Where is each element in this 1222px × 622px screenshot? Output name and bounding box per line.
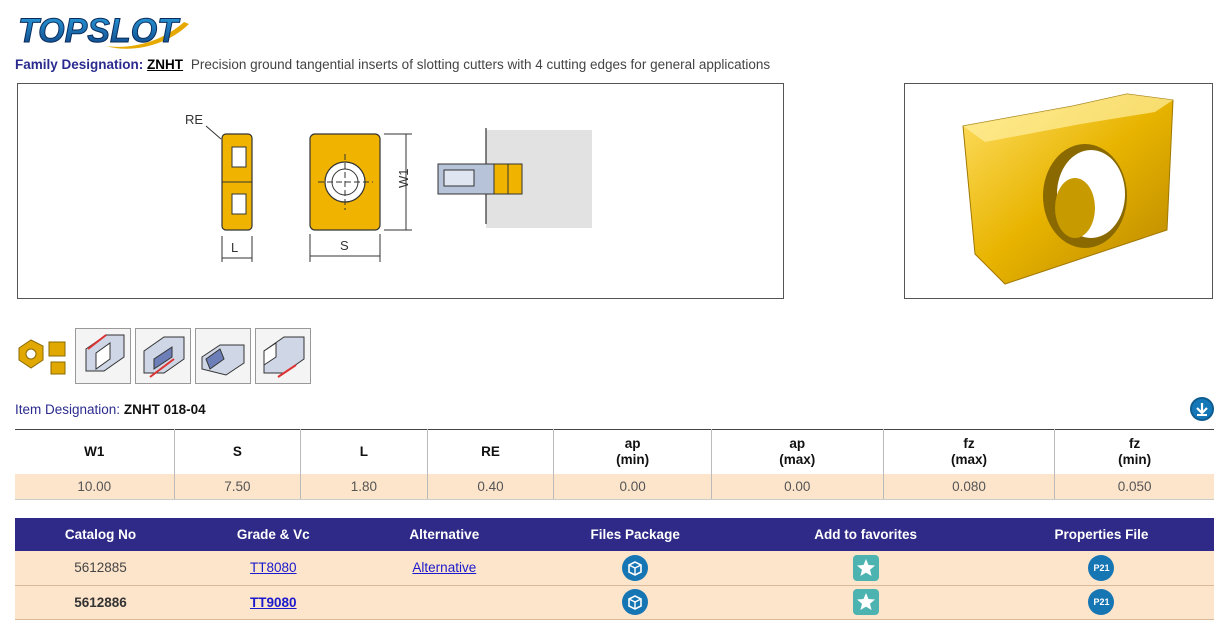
catalog-header: Grade & Vc [185, 518, 361, 551]
param-value: 1.80 [300, 473, 428, 500]
favorites-cell [742, 585, 989, 620]
grade-link[interactable]: TT9080 [250, 594, 297, 610]
files-package-cell [528, 551, 743, 586]
param-value: 0.080 [883, 473, 1056, 500]
item-label: Item Designation: [15, 402, 121, 417]
param-header-qualifier: (max) [951, 451, 988, 467]
param-value: 0.050 [1054, 473, 1214, 500]
item-designation: Item Designation: ZNHT 018-04 [15, 402, 206, 417]
param-header-name: fz [963, 435, 975, 451]
family-description: Precision ground tangential inserts of s… [190, 57, 771, 72]
drawing-label-re: RE [185, 112, 203, 127]
insert-side-view: L [221, 133, 253, 262]
param-value: 0.00 [711, 473, 884, 500]
param-header: S [174, 429, 302, 474]
catalog-number: 5612886 [15, 585, 186, 620]
param-header-name: W1 [84, 443, 105, 459]
drawing-label-s: S [340, 238, 349, 253]
param-header-qualifier: (min) [616, 451, 650, 467]
alternative-cell: Alternative [360, 551, 529, 586]
download-icon[interactable] [1190, 397, 1214, 421]
topslot-logo: TOPSLOT [14, 10, 254, 52]
family-designation: Family Designation: ZNHT Precision groun… [15, 57, 770, 72]
catalog-header: Catalog No [15, 518, 186, 551]
insert-front-view: S W1 [309, 133, 412, 262]
properties-cell: P21 [988, 585, 1214, 620]
add-favorite-icon[interactable] [852, 554, 879, 581]
param-header: fz(max) [883, 429, 1056, 474]
files-package-icon[interactable] [622, 554, 649, 581]
grade-cell: TT8080 [185, 551, 361, 586]
param-header-name: L [359, 443, 369, 459]
param-header: ap(min) [553, 429, 712, 474]
family-label: Family Designation: [15, 57, 144, 72]
files-package-cell [528, 585, 743, 620]
param-header-qualifier: (max) [779, 451, 816, 467]
engagement-view [437, 128, 592, 228]
param-header-name: ap [624, 435, 641, 451]
catalog-header: Files Package [528, 518, 743, 551]
param-value: 0.40 [427, 473, 555, 500]
alternative-link[interactable]: Alternative [412, 560, 477, 576]
alternative-cell [360, 585, 529, 620]
param-header-name: S [232, 443, 242, 459]
param-value: 0.00 [553, 473, 712, 500]
catalog-header: Properties File [988, 518, 1214, 551]
table-row: 5612886 TT9080 P21 [15, 585, 1214, 620]
table-row: 5612885 TT8080 Alternative P21 [15, 551, 1214, 586]
properties-cell: P21 [988, 551, 1214, 586]
param-header-name: ap [789, 435, 806, 451]
family-code[interactable]: ZNHT [147, 57, 184, 72]
chamfering-icon [195, 328, 251, 384]
product-image [904, 83, 1213, 299]
grade-cell: TT9080 [185, 585, 361, 620]
slotting-icon [75, 328, 131, 384]
param-header-qualifier: (min) [1118, 451, 1152, 467]
grooving-icon [135, 328, 191, 384]
catalog-number: 5612885 [15, 551, 186, 586]
catalog-header: Alternative [360, 518, 529, 551]
application-icons [15, 328, 311, 384]
properties-file-icon[interactable]: P21 [1088, 554, 1115, 581]
favorites-cell [742, 551, 989, 586]
catalog-header: Add to favorites [742, 518, 989, 551]
grade-link[interactable]: TT8080 [250, 560, 297, 576]
param-header: fz(min) [1054, 429, 1214, 474]
param-header: L [300, 429, 428, 474]
add-favorite-icon[interactable] [852, 589, 879, 615]
item-value: ZNHT 018-04 [123, 402, 206, 417]
param-header: RE [427, 429, 555, 474]
drawing-label-l: L [231, 240, 238, 255]
logo-text: TOPSLOT [18, 12, 181, 50]
param-header-name: fz [1129, 435, 1141, 451]
drawing-label-w1: W1 [396, 169, 411, 189]
shoulder-icon [255, 328, 311, 384]
param-value: 10.00 [15, 473, 175, 500]
technical-drawing: RE L S W1 [17, 83, 784, 299]
param-value: 7.50 [174, 473, 302, 500]
files-package-icon[interactable] [622, 589, 649, 615]
param-header-name: RE [481, 443, 500, 459]
param-header: ap(max) [711, 429, 884, 474]
insert-thumbnail-icon [15, 328, 71, 384]
param-header: W1 [15, 429, 175, 474]
properties-file-icon[interactable]: P21 [1088, 589, 1115, 615]
